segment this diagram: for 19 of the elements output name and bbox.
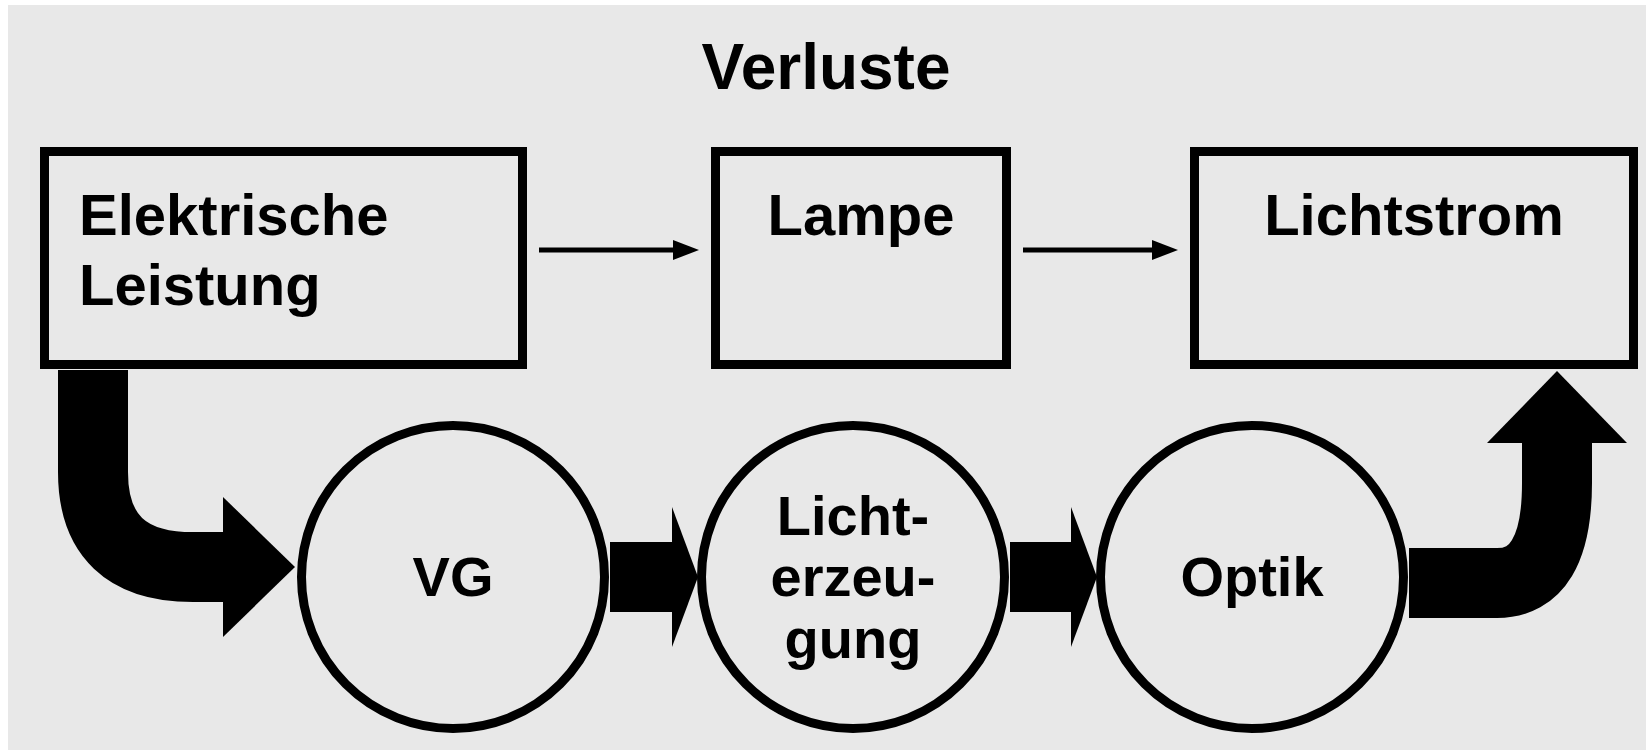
node-label: Licht- erzeu- gung	[769, 484, 937, 670]
arrow	[1023, 240, 1178, 260]
process-circle	[697, 421, 1009, 733]
node-label: Lichtstrom	[1264, 181, 1564, 249]
node-label: Lampe	[767, 181, 955, 249]
process-circle	[297, 421, 609, 733]
node-label: VG	[411, 546, 495, 608]
block-arrow	[610, 507, 698, 647]
block-arrow	[1010, 507, 1097, 647]
node-label: Optik	[1179, 546, 1325, 608]
block-arrow	[1409, 371, 1627, 618]
process-box	[1190, 147, 1638, 369]
title: Verluste	[700, 30, 952, 104]
process-circle	[1096, 421, 1408, 733]
arrow	[539, 240, 699, 260]
process-box	[711, 147, 1011, 369]
process-box	[40, 147, 527, 369]
node-label: Elektrische Leistung	[79, 181, 390, 319]
block-arrow	[58, 370, 295, 637]
